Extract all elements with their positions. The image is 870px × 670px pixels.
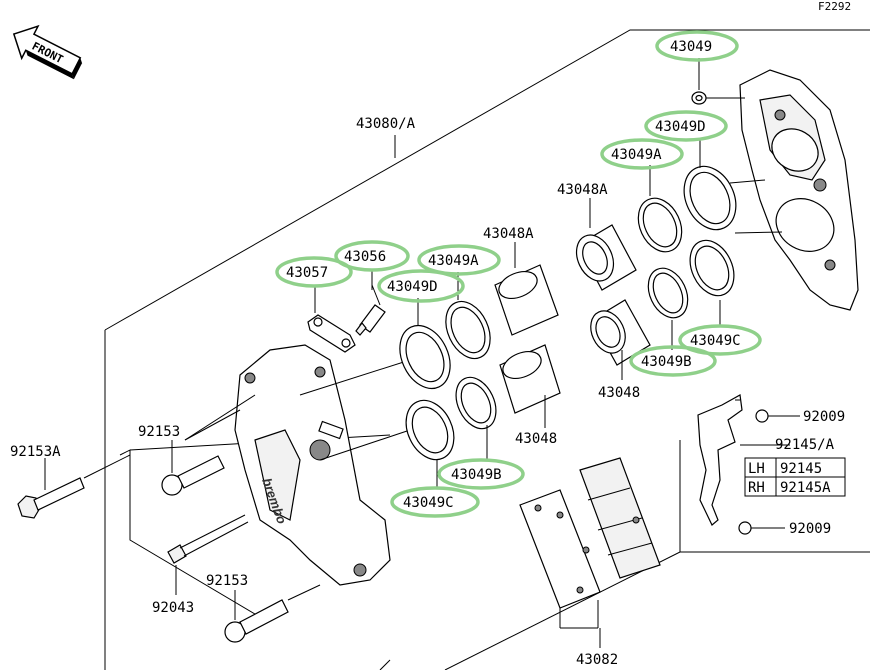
callout-43049B-right: 43049B [641, 354, 692, 370]
highlights [275, 30, 762, 518]
bleeder-cap-43057 [307, 314, 356, 353]
pad-spring-plate-92145 [697, 394, 743, 526]
callout-43049C-left: 43049C [403, 495, 454, 511]
table-row-1-side: LH [748, 461, 765, 477]
callout-92153-upper: 92153 [138, 424, 180, 440]
callout-43048A-left: 43048A [483, 226, 534, 242]
piston-43048-left [499, 344, 561, 414]
callout-43057: 43057 [286, 265, 328, 281]
brake-pad-front [519, 489, 601, 609]
caliper-left-half: brembo [234, 344, 391, 586]
callout-43048-right: 43048 [515, 431, 557, 447]
callout-43049D-right: 43049D [655, 119, 706, 135]
bolt-92153-upper [161, 455, 225, 496]
callout-43056: 43056 [344, 249, 386, 265]
seal-43049B-right [647, 267, 689, 319]
callout-92009-top: 92009 [803, 409, 845, 425]
callout-43080A: 43080/A [356, 116, 416, 132]
callout-43049A-right: 43049A [611, 147, 662, 163]
seal-43049D-right [683, 165, 737, 231]
bolt-92009-top [755, 409, 800, 423]
callout-92153A: 92153A [10, 444, 61, 460]
front-arrow-icon: FRONT [12, 24, 83, 80]
side-table: LH 92145 RH 92145A [744, 457, 846, 497]
seal-43049A-left [445, 300, 491, 360]
callout-43082: 43082 [576, 652, 618, 668]
piston-43048-right [590, 299, 651, 366]
seal-43049 [691, 91, 707, 105]
piston-43048A-left [494, 264, 559, 336]
table-row-1-part: 92145 [780, 461, 822, 477]
callout-43048A-right: 43048A [557, 182, 608, 198]
callout-92009-bottom: 92009 [789, 521, 831, 537]
brake-pad-rear [579, 457, 661, 579]
seal-43049A-right [637, 197, 683, 253]
table-row-2-side: RH [748, 480, 765, 496]
pin-92043 [167, 514, 249, 564]
callout-92153-lower: 92153 [206, 573, 248, 589]
callout-43049A-left: 43049A [428, 253, 479, 269]
seal-43049D-left [399, 324, 451, 390]
bleeder-valve-43056 [355, 284, 386, 336]
callout-43048-left: 43048 [598, 385, 640, 401]
seal-43049C-left [405, 399, 455, 461]
bolt-92009-bottom [738, 521, 785, 535]
bolt-92153-lower [224, 599, 289, 643]
callout-43049C-right: 43049C [690, 333, 741, 349]
caliper-right-half [739, 69, 859, 311]
callout-43049-top: 43049 [670, 39, 712, 55]
seal-43049B-left [455, 376, 497, 430]
seal-43049C-right [689, 239, 735, 297]
callout-92043: 92043 [152, 600, 194, 616]
piston-43048A-right [575, 224, 637, 291]
callout-43049D-left: 43049D [387, 279, 438, 295]
bolt-92153A [17, 477, 85, 519]
figure-id: F2292 [818, 0, 851, 13]
callout-92145A: 92145/A [775, 437, 835, 453]
table-row-2-part: 92145A [780, 480, 831, 496]
callout-43049B-left: 43049B [451, 467, 502, 483]
